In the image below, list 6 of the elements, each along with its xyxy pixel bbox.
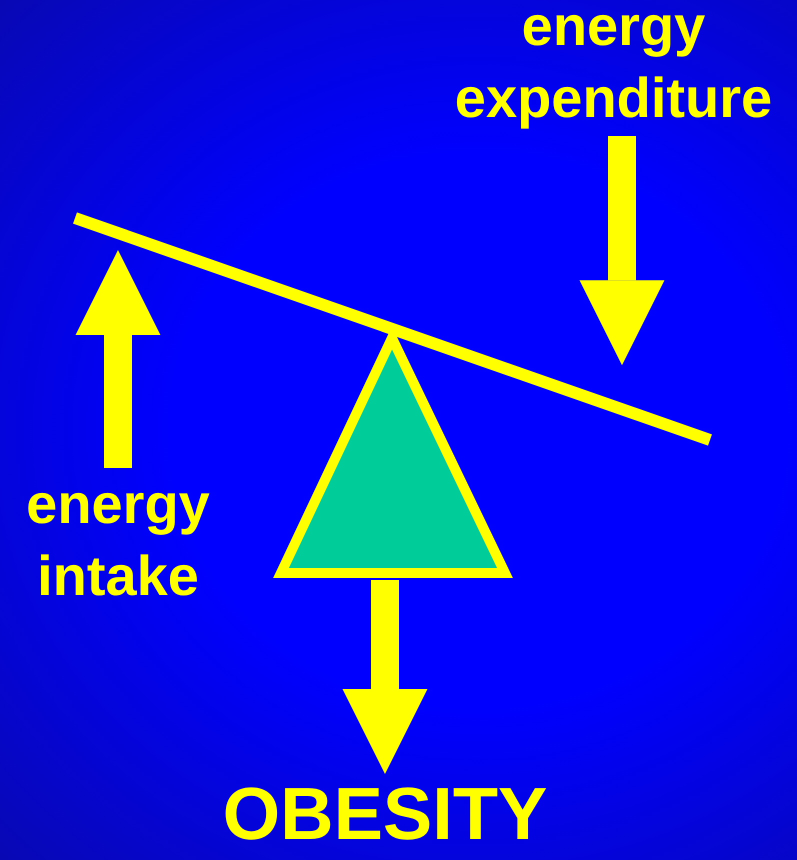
arrow [342,580,428,774]
node-label: energy intake [25,471,211,609]
arrow [76,250,160,468]
arrow [580,136,664,366]
node-label: OBESITY [222,774,548,854]
node-label: energy expenditure [454,0,774,131]
